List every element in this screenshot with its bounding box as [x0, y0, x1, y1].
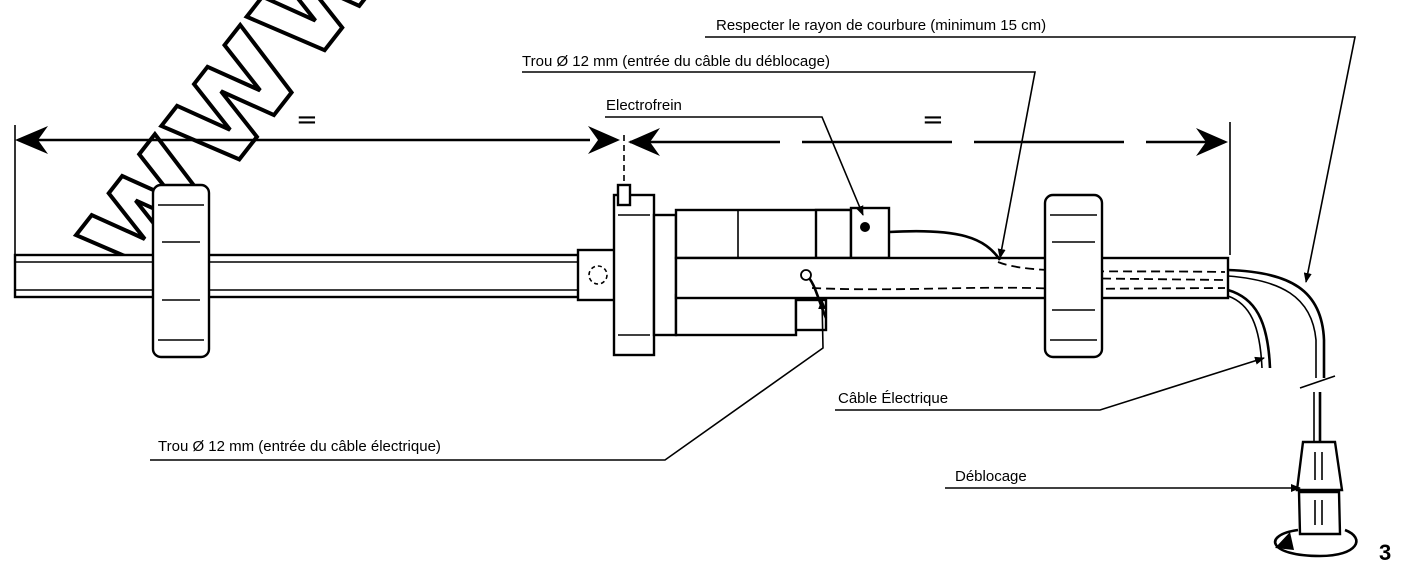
- dimension-lines: [14, 122, 1231, 258]
- leader-lines: [150, 36, 1356, 492]
- equal-mark-left: =: [296, 105, 318, 135]
- release-handle: [1274, 440, 1358, 558]
- figure-number: 3: [1379, 540, 1391, 562]
- equal-mark-right: =: [922, 105, 944, 135]
- left-shaft: [13, 253, 582, 299]
- rotation-arrow-icon: [1274, 528, 1358, 558]
- motor-flange: [612, 183, 678, 357]
- label-hole-electric-cable: Trou Ø 12 mm (entrée du câble électrique…: [158, 438, 441, 455]
- label-release: Déblocage: [955, 468, 1027, 485]
- coupling: [576, 248, 620, 302]
- label-bend-radius: Respecter le rayon de courbure (minimum …: [716, 17, 1046, 34]
- label-electric-cable: Câble Électrique: [838, 390, 948, 407]
- label-hole-release-cable: Trou Ø 12 mm (entrée du câble du débloca…: [522, 53, 830, 70]
- label-electrobrake: Electrofrein: [606, 97, 682, 114]
- left-end-cap: [151, 183, 211, 359]
- cables: [800, 229, 1336, 442]
- electrobrake: [849, 206, 891, 260]
- roller-tube: [674, 256, 1230, 300]
- right-end-cap: [1043, 193, 1104, 359]
